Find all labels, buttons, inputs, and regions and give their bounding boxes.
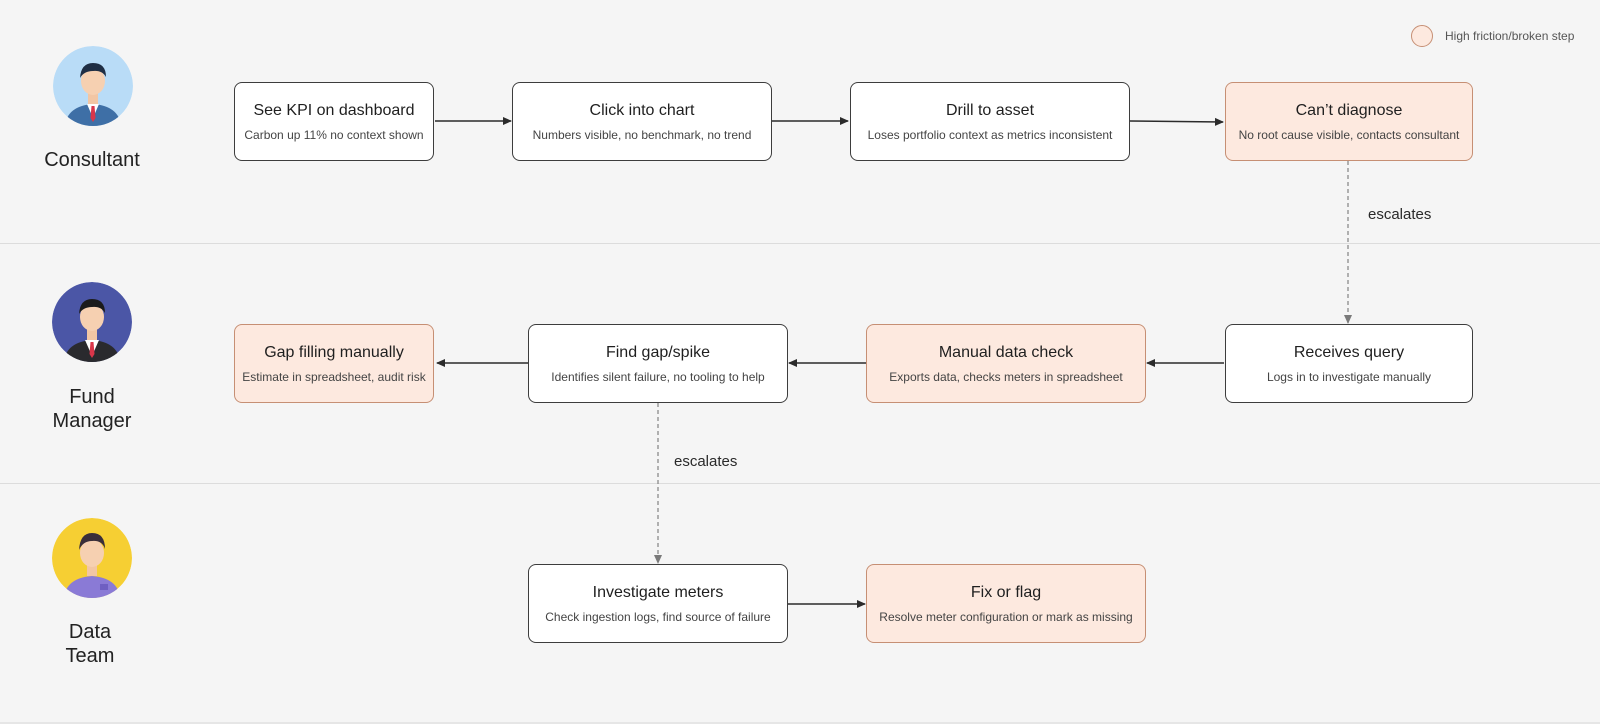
lane-divider [0,483,1600,484]
consultant-avatar-icon [53,46,133,126]
step-investigate-meters[interactable]: Investigate meters Check ingestion logs,… [528,564,788,643]
step-title: See KPI on dashboard [253,101,415,119]
step-drill-asset[interactable]: Drill to asset Loses portfolio context a… [850,82,1130,161]
step-title: Can’t diagnose [1295,101,1403,119]
step-title: Fix or flag [970,583,1042,601]
persona-name-text: Data Team [65,621,115,667]
step-subtitle: Logs in to investigate manually [1266,369,1432,384]
lane-divider [0,243,1600,244]
step-subtitle: Check ingestion logs, find source of fai… [545,609,771,624]
step-click-chart[interactable]: Click into chart Numbers visible, no ben… [512,82,772,161]
persona-name-text: Fund Manager [52,386,132,432]
step-title: Drill to asset [945,101,1035,119]
step-cant-diagnose[interactable]: Can’t diagnose No root cause visible, co… [1225,82,1473,161]
step-title: Manual data check [938,343,1074,361]
step-manual-check[interactable]: Manual data check Exports data, checks m… [866,324,1146,403]
step-subtitle: Carbon up 11% no context shown [244,127,424,142]
persona-name-data-team: Data Team [10,620,170,668]
step-gap-filling[interactable]: Gap filling manually Estimate in spreads… [234,324,434,403]
legend-swatch [1411,25,1433,47]
step-subtitle: No root cause visible, contacts consulta… [1238,127,1460,142]
edge-label-escalates: escalates [674,453,738,470]
step-find-gap[interactable]: Find gap/spike Identifies silent failure… [528,324,788,403]
legend-label: High friction/broken step [1445,29,1575,43]
legend: High friction/broken step [1411,25,1574,47]
step-title: Click into chart [589,101,695,119]
data-team-avatar-icon [52,518,132,598]
lane-data-team [0,483,1600,724]
persona-name-consultant: Consultant [44,149,140,171]
step-fix-flag[interactable]: Fix or flag Resolve meter configuration … [866,564,1146,643]
step-title: Investigate meters [592,583,724,601]
step-title: Receives query [1293,343,1405,361]
step-subtitle: Numbers visible, no benchmark, no trend [532,127,752,142]
step-receives-query[interactable]: Receives query Logs in to investigate ma… [1225,324,1473,403]
bottom-edge [0,722,1600,724]
edge-label-escalates: escalates [1368,206,1432,223]
persona-name-fund-manager: Fund Manager [12,385,172,433]
step-title: Gap filling manually [264,343,404,361]
step-subtitle: Exports data, checks meters in spreadshe… [889,369,1123,384]
step-title: Find gap/spike [605,343,711,361]
step-subtitle: Estimate in spreadsheet, audit risk [242,369,426,384]
step-subtitle: Loses portfolio context as metrics incon… [867,127,1113,142]
step-subtitle: Resolve meter configuration or mark as m… [879,609,1133,624]
step-subtitle: Identifies silent failure, no tooling to… [551,369,765,384]
step-see-kpi[interactable]: See KPI on dashboard Carbon up 11% no co… [234,82,434,161]
fund-manager-avatar-icon [52,282,132,362]
